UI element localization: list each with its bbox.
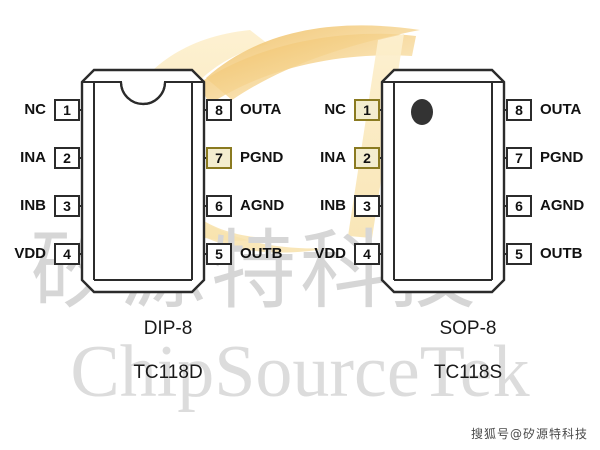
pin-label: INB: [20, 197, 46, 214]
pin-1-dot-icon: [411, 99, 433, 125]
pin-label: VDD: [14, 245, 46, 262]
pin-label: PGND: [540, 149, 584, 166]
pin-box[interactable]: 4: [354, 243, 380, 265]
pin-label: INA: [20, 149, 46, 166]
pin-box[interactable]: 6: [506, 195, 532, 217]
package-label-sop: SOP-8: [439, 318, 497, 339]
sop-8-body-drawing: [380, 68, 506, 294]
package-dip-8: 1 2 3 4 NC INA INB VDD 8 7 6 5 OUTA PGND…: [14, 66, 284, 306]
package-sop-8: 1 2 3 4 NC INA INB VDD 8 7 6 5 OUTA PGND…: [314, 66, 584, 306]
part-number-dip: TC118D: [133, 362, 203, 383]
pin-label: OUTA: [540, 101, 582, 118]
pin-box[interactable]: 6: [206, 195, 232, 217]
pin-box[interactable]: 5: [506, 243, 532, 265]
pin-label: OUTB: [240, 245, 283, 262]
pin-box[interactable]: 3: [354, 195, 380, 217]
dip-8-body-drawing: [80, 68, 206, 294]
footer-watermark: 搜狐号@矽源特科技: [470, 427, 588, 441]
pin-box[interactable]: 3: [54, 195, 80, 217]
pin-box[interactable]: 4: [54, 243, 80, 265]
pin-box[interactable]: 1: [54, 99, 80, 121]
pin-label: INA: [320, 149, 346, 166]
pin-box[interactable]: 8: [206, 99, 232, 121]
pin-box[interactable]: 2: [354, 147, 380, 169]
pin-label: OUTA: [240, 101, 282, 118]
pin-label: VDD: [314, 245, 346, 262]
pin-box[interactable]: 2: [54, 147, 80, 169]
pin-label: AGND: [240, 197, 285, 214]
pin-box[interactable]: 7: [206, 147, 232, 169]
pin-box[interactable]: 5: [206, 243, 232, 265]
pin-box[interactable]: 1: [354, 99, 380, 121]
pin-label: AGND: [540, 197, 585, 214]
pin-label: NC: [24, 101, 46, 118]
pin-box[interactable]: 7: [506, 147, 532, 169]
pin-label: OUTB: [540, 245, 583, 262]
pin-label: INB: [320, 197, 346, 214]
pin-label: PGND: [240, 149, 284, 166]
package-label-dip: DIP-8: [143, 318, 193, 339]
part-number-sop: TC118S: [433, 362, 503, 383]
pin-box[interactable]: 8: [506, 99, 532, 121]
pin-label: NC: [324, 101, 346, 118]
